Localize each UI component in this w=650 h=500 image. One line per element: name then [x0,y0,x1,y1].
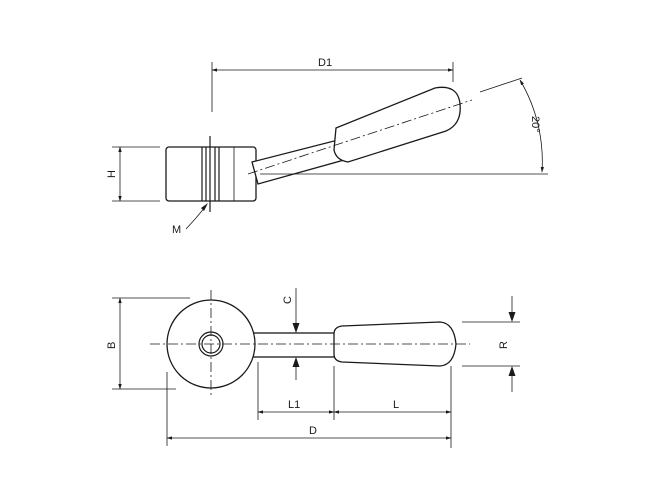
angle-arc [519,79,545,173]
side-hub [165,146,257,202]
label-d1: D1 [318,57,332,69]
label-m: M [172,224,181,236]
label-r: R [498,341,510,349]
label-l1: L1 [288,399,300,411]
label-d: D [309,425,317,437]
label-c: C [282,296,294,304]
top-grip [333,321,457,367]
label-b: B [106,342,118,349]
top-rod [247,332,341,358]
label-l: L [393,399,399,411]
label-h: H [106,170,118,178]
side-view: D1 H M 20° [106,57,548,236]
label-angle: 20° [529,116,541,133]
top-view: B C R L1 L D [106,288,520,448]
